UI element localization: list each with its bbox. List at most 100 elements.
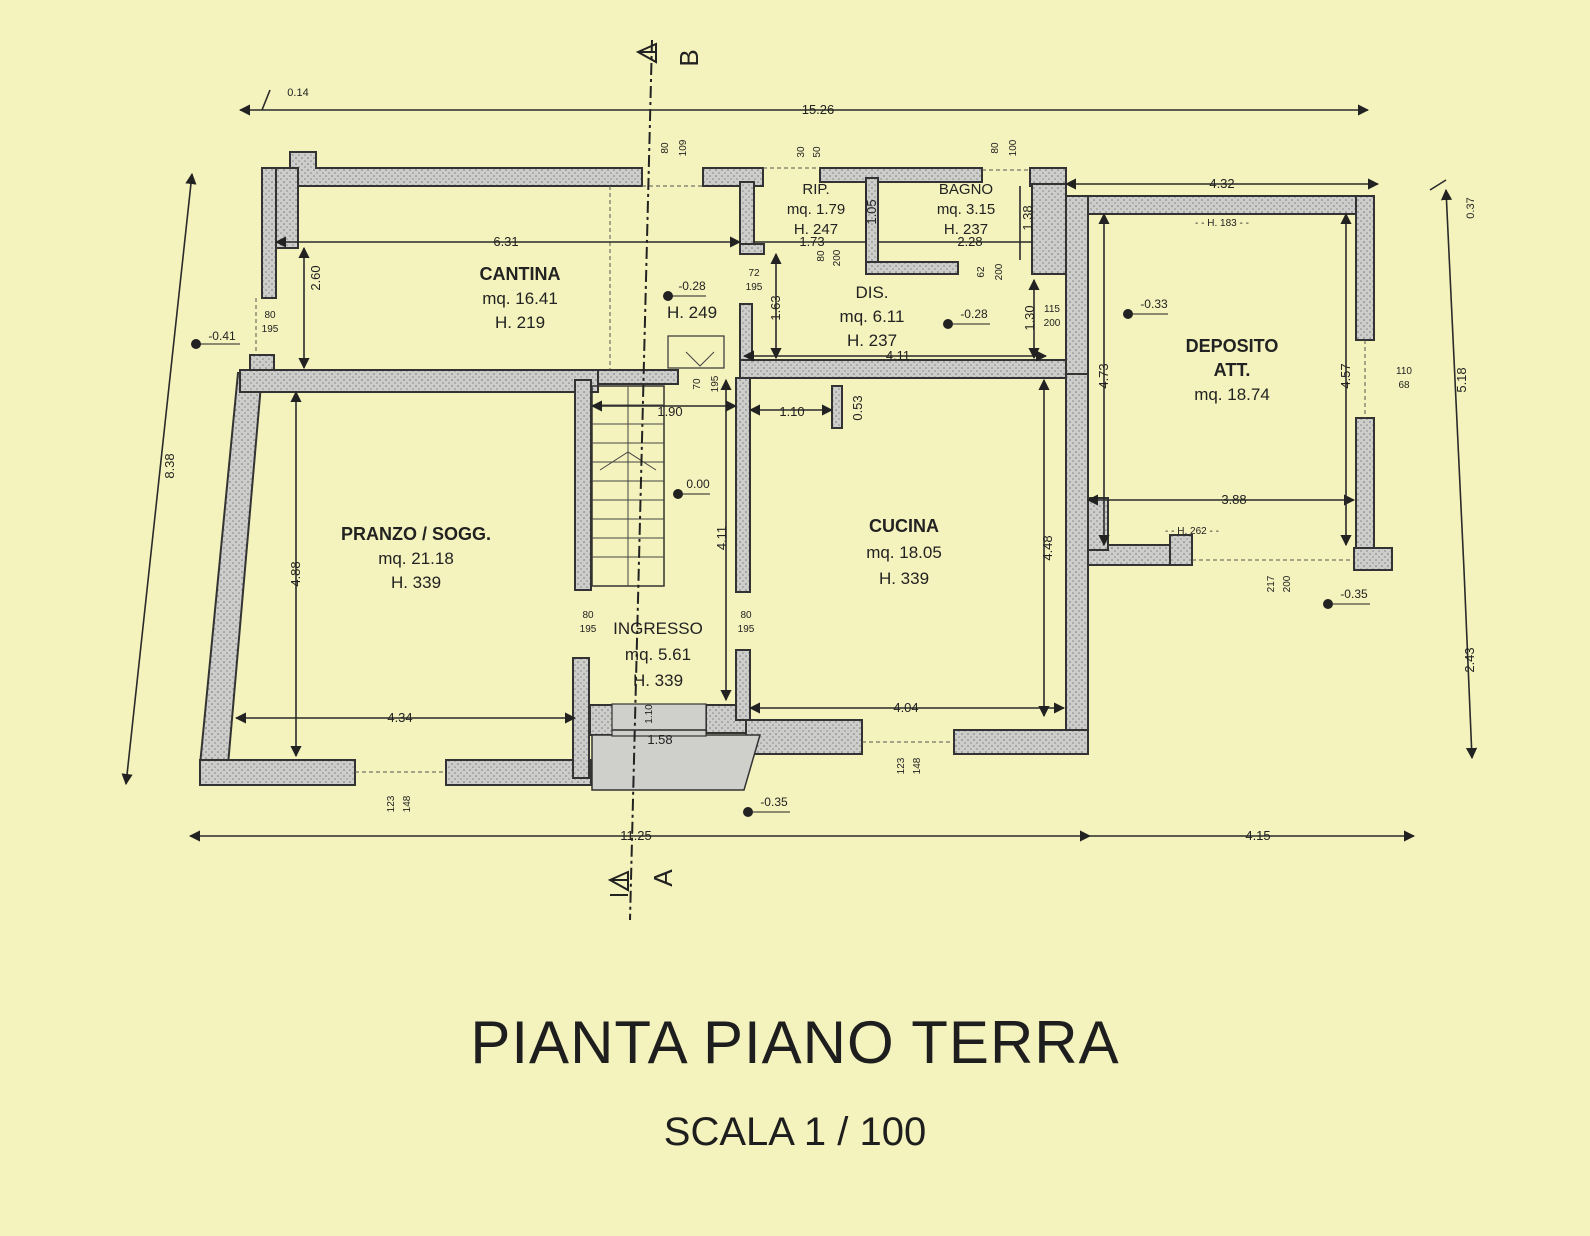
room-ingresso-area: mq. 5.61 <box>625 645 691 664</box>
room-deposito-area: mq. 18.74 <box>1194 385 1270 404</box>
opening-217-h: 200 <box>1282 575 1293 592</box>
room-dis-height: H. 237 <box>847 331 897 350</box>
room-deposito: DEPOSITO ATT. mq. 18.74 <box>1186 336 1279 404</box>
opening-109: 109 <box>678 139 689 156</box>
dim-ingresso-step: 1.10 <box>644 704 655 724</box>
level-marker-dis: -0.28 <box>943 307 990 329</box>
wall-deposito-right-top <box>1355 195 1375 341</box>
wall-cucina-left-low <box>735 649 751 721</box>
opening-72: 72 <box>748 268 760 279</box>
room-cucina-height: H. 339 <box>879 569 929 588</box>
room-bagno-area: mq. 3.15 <box>937 201 995 218</box>
wall-rip-left <box>739 181 755 251</box>
dim-cucina-depth: 4.48 <box>1040 535 1055 560</box>
dim-h249: H. 249 <box>667 303 717 322</box>
room-rip-name: RIP. <box>802 181 829 198</box>
opening-cantina-w: 80 <box>264 310 276 321</box>
opening-70: 70 <box>692 378 703 390</box>
level-marker-cantina: -0.28 <box>663 279 706 301</box>
room-ingresso-height: H. 339 <box>633 671 683 690</box>
opening-110: 110 <box>1396 366 1412 377</box>
wall-left-upper <box>261 167 277 299</box>
dim-bagno-depth: 1.38 <box>1020 205 1035 230</box>
opening-68: 68 <box>1398 380 1410 391</box>
room-pranzo-height: H. 339 <box>391 573 441 592</box>
room-pranzo: PRANZO / SOGG. mq. 21.18 H. 339 <box>341 524 491 592</box>
dim-cucina-niche: 1.10 <box>779 404 804 419</box>
opening-cucina-h: 195 <box>738 624 755 635</box>
room-cantina-area: mq. 16.41 <box>482 289 558 308</box>
wall-deposito-bottom-nub <box>1169 534 1193 566</box>
dim-wall-offset: 0.14 <box>287 87 308 99</box>
wall-top-left-pier <box>289 151 643 249</box>
section-b-label: B <box>674 49 704 66</box>
opening-70-h: 195 <box>710 375 721 392</box>
wall-cucina-niche <box>831 385 843 429</box>
dim-pranzo-depth: 4.88 <box>288 561 303 586</box>
opening-left-148: 148 <box>402 795 413 812</box>
room-rip-height: H. 247 <box>794 221 838 238</box>
svg-text:-0.35: -0.35 <box>1340 587 1368 601</box>
room-bagno-name: BAGNO <box>939 181 993 198</box>
wall-bagno-bottom <box>865 261 959 275</box>
level-marker-ext-right: -0.35 <box>1323 587 1370 609</box>
opening-rip-w: 80 <box>816 250 827 262</box>
room-bagno: BAGNO mq. 3.15 H. 237 <box>937 181 995 238</box>
svg-text:0.00: 0.00 <box>686 477 710 491</box>
room-cantina-name: CANTINA <box>480 264 561 284</box>
dim-cucina-width: 4.04 <box>893 700 918 715</box>
dim-deposito-depth: 4.73 <box>1096 363 1111 388</box>
wall-ingresso-left <box>572 657 590 779</box>
opening-50: 50 <box>812 146 823 158</box>
dim-cantina-depth: 2.60 <box>308 265 323 290</box>
wall-bagno-right <box>1031 183 1067 275</box>
wall-cucina-bottom-right <box>953 729 1089 755</box>
room-cantina-height: H. 219 <box>495 313 545 332</box>
room-pranzo-name: PRANZO / SOGG. <box>341 524 491 544</box>
opening-labels: 80 109 30 50 80 100 80 195 72 195 80 200… <box>262 139 1413 812</box>
opening-100: 100 <box>1008 139 1019 156</box>
room-cucina-name: CUCINA <box>869 516 939 536</box>
dim-cantina-width: 6.31 <box>493 234 518 249</box>
dim-h262: - - H. 262 - - <box>1165 526 1219 537</box>
opening-62: 62 <box>976 266 987 278</box>
dim-stair-width: 1.90 <box>657 404 682 419</box>
room-rip-area: mq. 1.79 <box>787 201 845 218</box>
room-rip: RIP. mq. 1.79 H. 247 <box>787 181 845 238</box>
wall-deposito-top <box>1065 195 1371 215</box>
dim-total-width: 15.26 <box>802 102 835 117</box>
drawing-scale: SCALA 1 / 100 <box>663 1110 927 1154</box>
wall-bottom-mid <box>445 759 592 786</box>
section-a-label: A <box>648 869 678 887</box>
wall-cantina-bottom <box>239 369 599 393</box>
dim-dis-width: 4.11 <box>886 348 910 363</box>
svg-text:-0.35: -0.35 <box>760 795 788 809</box>
dim-ingresso-width: 1.58 <box>647 732 672 747</box>
dim-dis-depth2: 1.63 <box>768 295 783 320</box>
dim-bagno-width: 2.28 <box>957 234 982 249</box>
staircase <box>591 335 725 587</box>
opening-72-h: 195 <box>746 282 763 293</box>
room-cucina: CUCINA mq. 18.05 H. 339 <box>866 516 942 588</box>
dim-total-depth: 8.38 <box>162 453 177 478</box>
room-deposito-name: DEPOSITO <box>1186 336 1279 356</box>
opening-rip-h: 200 <box>832 249 843 266</box>
room-deposito-name2: ATT. <box>1214 360 1251 380</box>
opening-lines <box>255 167 1366 773</box>
wall-bottom-left <box>199 759 356 786</box>
opening-cantina-h: 195 <box>262 324 279 335</box>
dim-right-depth: 5.18 <box>1454 367 1469 392</box>
dim-rip-depth: 1.05 <box>864 199 879 224</box>
dim-dis-depth: 1.30 <box>1022 305 1037 330</box>
level-markers: -0.41 -0.28 -0.28 -0.33 0.00 -0.35 -0.35 <box>191 279 1370 817</box>
room-dis-area: mq. 6.11 <box>840 307 905 326</box>
walls <box>198 151 1393 786</box>
wall-rip-bottom <box>739 243 765 255</box>
dim-bottom-right: 4.15 <box>1245 828 1270 843</box>
wall-deposito-left <box>1065 195 1089 375</box>
room-dis-name: DIS. <box>855 283 888 302</box>
dim-pranzo-width: 4.34 <box>387 710 412 725</box>
dim-h183: - - H. 183 - - <box>1195 218 1249 229</box>
wall-ingresso-step-left <box>589 704 615 736</box>
dim-right-lower: 2.43 <box>1462 647 1477 672</box>
